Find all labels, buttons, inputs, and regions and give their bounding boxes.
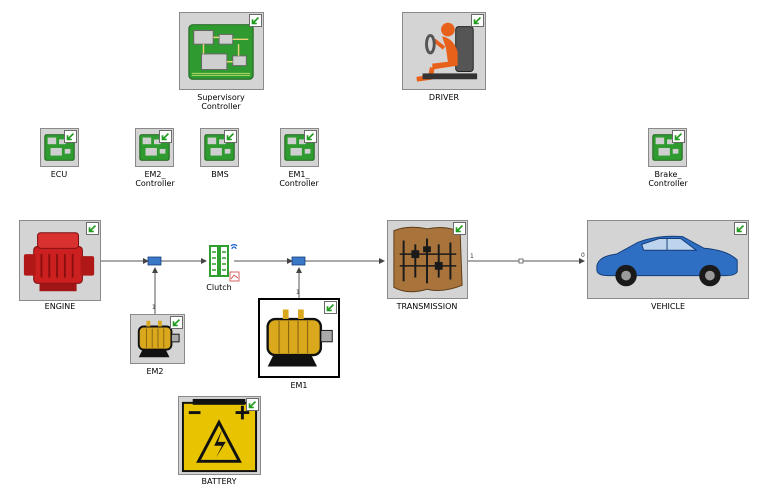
block-label: ENGINE (44, 302, 76, 311)
gearbox-icon (393, 226, 463, 293)
clutch-icon (209, 244, 240, 282)
supervisory-controller-block[interactable] (179, 12, 264, 90)
port-number: 1 (470, 253, 474, 260)
block-label: ECU (50, 170, 68, 179)
block-label: Clutch (206, 283, 232, 292)
em2-controller-block[interactable] (135, 128, 174, 167)
block-label: TRANSMISSION (396, 302, 458, 311)
port-number: 0 (581, 252, 585, 259)
expand-arrow-icon[interactable] (471, 14, 484, 27)
em2-block[interactable] (130, 314, 185, 364)
ecu-block[interactable] (40, 128, 79, 167)
em1-controller-block[interactable] (280, 128, 319, 167)
shaft-connector-2 (291, 256, 306, 266)
expand-arrow-icon[interactable] (249, 14, 262, 27)
port-number: 1 (152, 304, 156, 311)
vehicle-block[interactable] (587, 220, 749, 299)
expand-arrow-icon[interactable] (304, 130, 317, 143)
bms-block[interactable] (200, 128, 239, 167)
block-label: Brake_Controller (648, 170, 688, 188)
transmission-block[interactable] (387, 220, 468, 299)
block-label: EM2_Controller (135, 170, 175, 188)
wire-junction (518, 258, 524, 264)
electric-motor-icon (266, 309, 333, 367)
expand-arrow-icon[interactable] (64, 130, 77, 143)
block-label: EM1 (290, 381, 308, 390)
expand-arrow-icon[interactable] (159, 130, 172, 143)
expand-arrow-icon[interactable] (224, 130, 237, 143)
expand-arrow-icon[interactable] (453, 222, 466, 235)
block-label: BMS (211, 170, 229, 179)
electric-motor-icon (137, 320, 180, 358)
em1-block[interactable] (258, 298, 340, 378)
driver-block[interactable] (402, 12, 486, 90)
clutch-block[interactable] (206, 238, 240, 284)
car-icon (596, 235, 738, 287)
engine-icon (23, 232, 95, 292)
port-number: 1 (296, 289, 300, 296)
battery-icon (181, 398, 258, 473)
driver-seat-icon (416, 22, 478, 82)
expand-arrow-icon[interactable] (246, 398, 259, 411)
battery-block[interactable] (178, 396, 261, 475)
shaft-connector-1 (147, 256, 162, 266)
expand-arrow-icon[interactable] (170, 316, 183, 329)
block-label: EM1_Controller (279, 170, 319, 188)
block-label: EM2 (146, 367, 164, 376)
block-label: BATTERY (201, 477, 237, 486)
circuit-board-icon (188, 24, 254, 80)
engine-block[interactable] (19, 220, 101, 301)
expand-arrow-icon[interactable] (672, 130, 685, 143)
block-label: DRIVER (428, 93, 460, 102)
block-label: VEHICLE (651, 302, 685, 311)
brake-controller-block[interactable] (648, 128, 687, 167)
expand-arrow-icon[interactable] (324, 301, 337, 314)
expand-arrow-icon[interactable] (734, 222, 747, 235)
expand-arrow-icon[interactable] (86, 222, 99, 235)
